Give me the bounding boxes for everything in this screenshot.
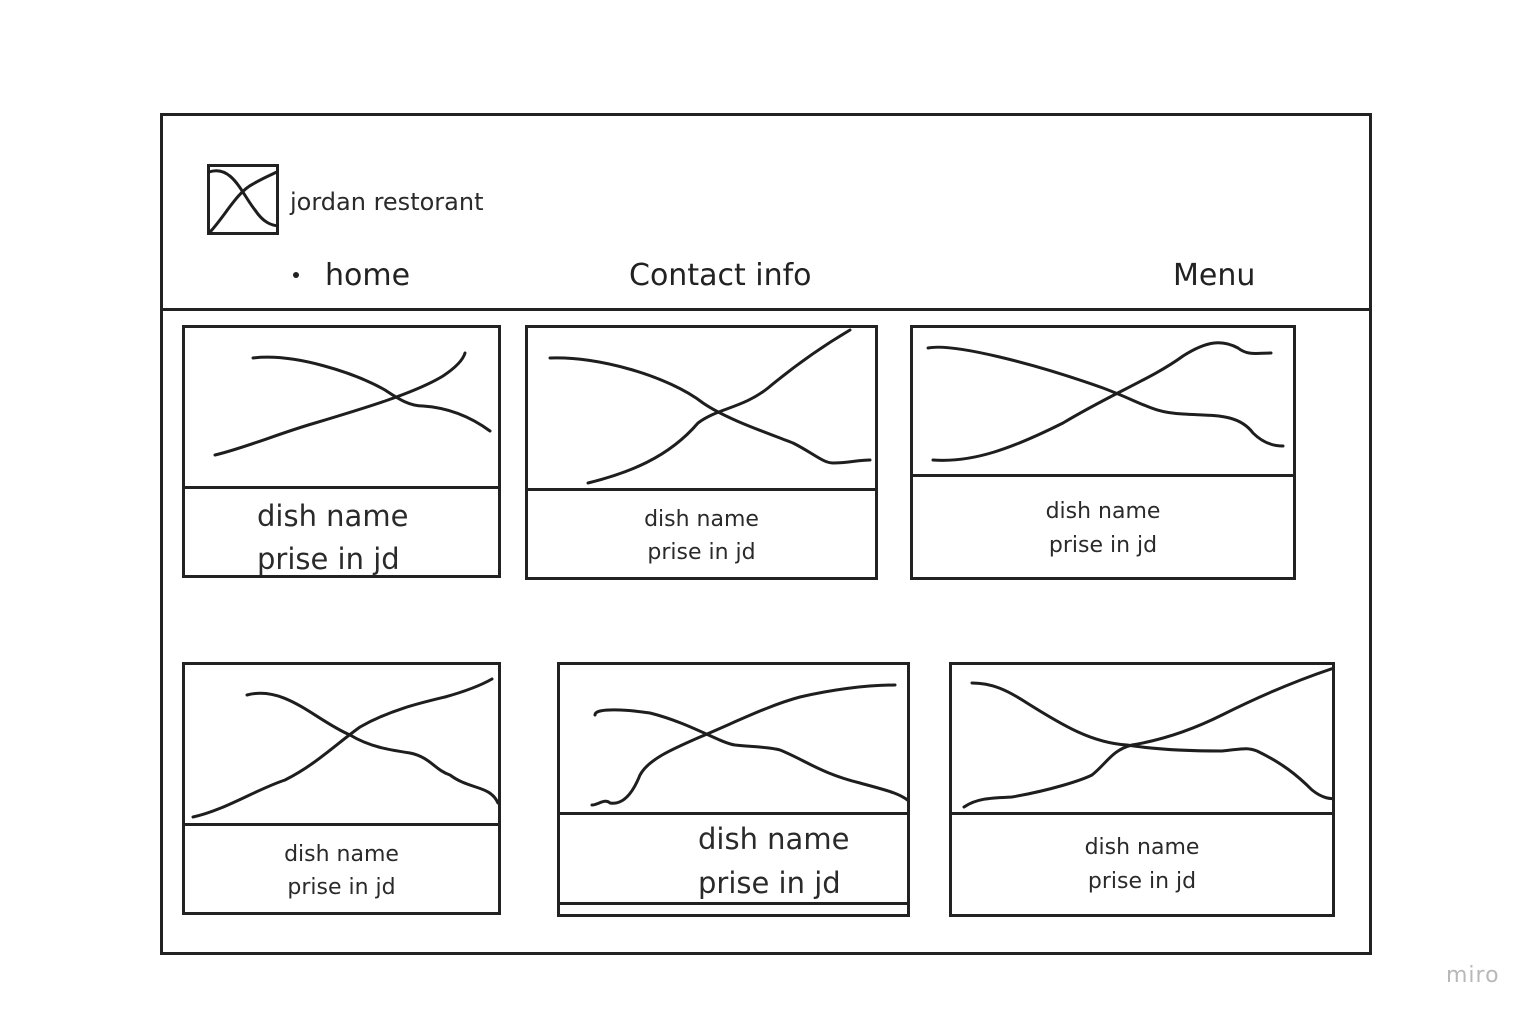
dish-image-placeholder-icon xyxy=(560,665,907,812)
dish-price: prise in jd xyxy=(1048,533,1158,558)
nav-bullet-icon xyxy=(293,272,299,278)
dish-image-placeholder-icon xyxy=(913,328,1293,474)
dish-name: dish name xyxy=(257,499,409,533)
wireframe-page xyxy=(160,113,1372,955)
dish-name: dish name xyxy=(284,842,399,867)
dish-image-placeholder-icon xyxy=(952,665,1332,812)
dish-price: prise in jd xyxy=(647,540,756,565)
dish-caption: dish name prise in jd xyxy=(185,823,498,912)
nav-contact-info[interactable]: Contact info xyxy=(629,258,812,293)
nav-home[interactable]: home xyxy=(325,258,411,293)
dish-price: prise in jd xyxy=(1087,869,1197,894)
dish-card[interactable]: dish name prise in jd xyxy=(557,662,910,917)
dish-caption: dish name prise in jd xyxy=(952,812,1332,914)
dish-name: dish name xyxy=(1084,835,1200,860)
dish-name: dish name xyxy=(644,507,759,532)
logo-image-placeholder-icon[interactable] xyxy=(207,164,283,235)
dish-price: prise in jd xyxy=(287,875,396,900)
dish-card[interactable]: dish name prise in jd xyxy=(182,662,501,915)
restaurant-name: jordan restorant xyxy=(290,188,484,216)
nav-menu[interactable]: Menu xyxy=(1173,258,1256,293)
dish-name: dish name xyxy=(1045,499,1161,524)
dish-card[interactable]: dish name prise in jd xyxy=(525,325,878,580)
dish-card[interactable]: dish name prise in jd xyxy=(910,325,1296,580)
dish-card[interactable]: dish name prise in jd xyxy=(949,662,1335,917)
dish-card[interactable]: dish name prise in jd xyxy=(182,325,501,578)
header-divider xyxy=(160,308,1369,311)
dish-image-placeholder-icon xyxy=(185,665,498,823)
dish-price: prise in jd xyxy=(257,542,400,576)
dish-price: prise in jd xyxy=(698,866,841,900)
dish-name: dish name xyxy=(698,822,850,856)
miro-watermark: miro xyxy=(1446,963,1500,988)
dish-caption: dish name prise in jd xyxy=(560,812,907,905)
dish-image-placeholder-icon xyxy=(185,328,498,486)
dish-image-placeholder-icon xyxy=(528,328,875,488)
dish-caption: dish name prise in jd xyxy=(185,486,498,576)
dish-caption: dish name prise in jd xyxy=(528,488,875,577)
dish-caption: dish name prise in jd xyxy=(913,474,1293,577)
